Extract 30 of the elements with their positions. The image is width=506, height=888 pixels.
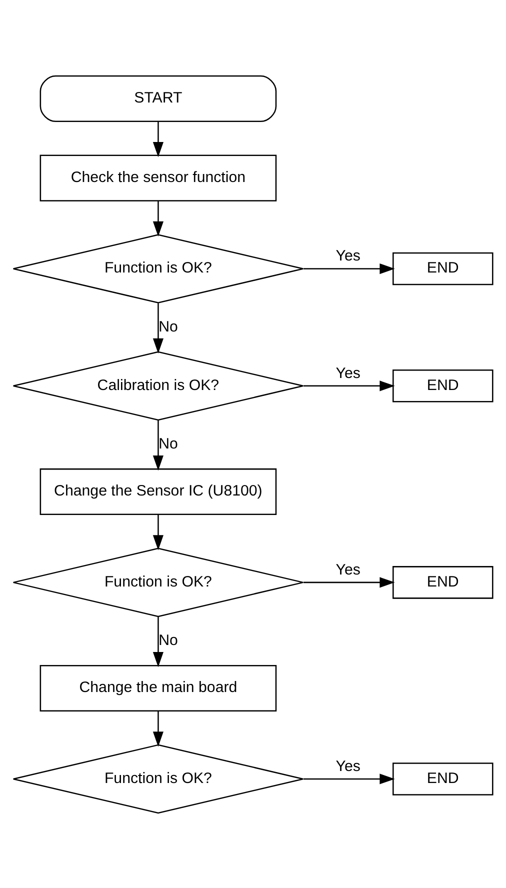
arrow <box>152 514 164 550</box>
node-box: END <box>392 762 494 795</box>
edge-label: Yes <box>336 364 360 382</box>
arrow <box>152 302 164 353</box>
node-box: END <box>392 566 494 598</box>
arrow <box>152 200 164 236</box>
node-diamond: Function is OK? <box>12 547 304 617</box>
node-box: END <box>392 252 494 285</box>
node-diamond: Calibration is OK? <box>12 350 304 420</box>
arrow <box>152 420 164 470</box>
node-box: END <box>392 369 494 402</box>
edge-label: No <box>158 631 178 648</box>
arrow <box>152 121 164 157</box>
node-diamond: Function is OK? <box>12 234 304 303</box>
node-box: Change the main board <box>40 664 277 712</box>
edge-label: No <box>158 318 178 335</box>
arrow <box>152 616 164 667</box>
edge-label: Yes <box>336 757 360 774</box>
node-box: Change the Sensor IC (U8100) <box>40 468 277 515</box>
edge-label: No <box>158 434 178 452</box>
arrow <box>303 773 395 784</box>
node-box: Check the sensor function <box>40 154 277 201</box>
arrow <box>303 380 395 391</box>
arrow <box>303 262 395 274</box>
edge-label: Yes <box>336 560 360 578</box>
arrow <box>303 576 395 588</box>
node-box: START <box>40 74 277 122</box>
node-diamond: Function is OK? <box>12 744 304 814</box>
arrow <box>152 710 164 746</box>
edge-label: Yes <box>336 247 360 264</box>
